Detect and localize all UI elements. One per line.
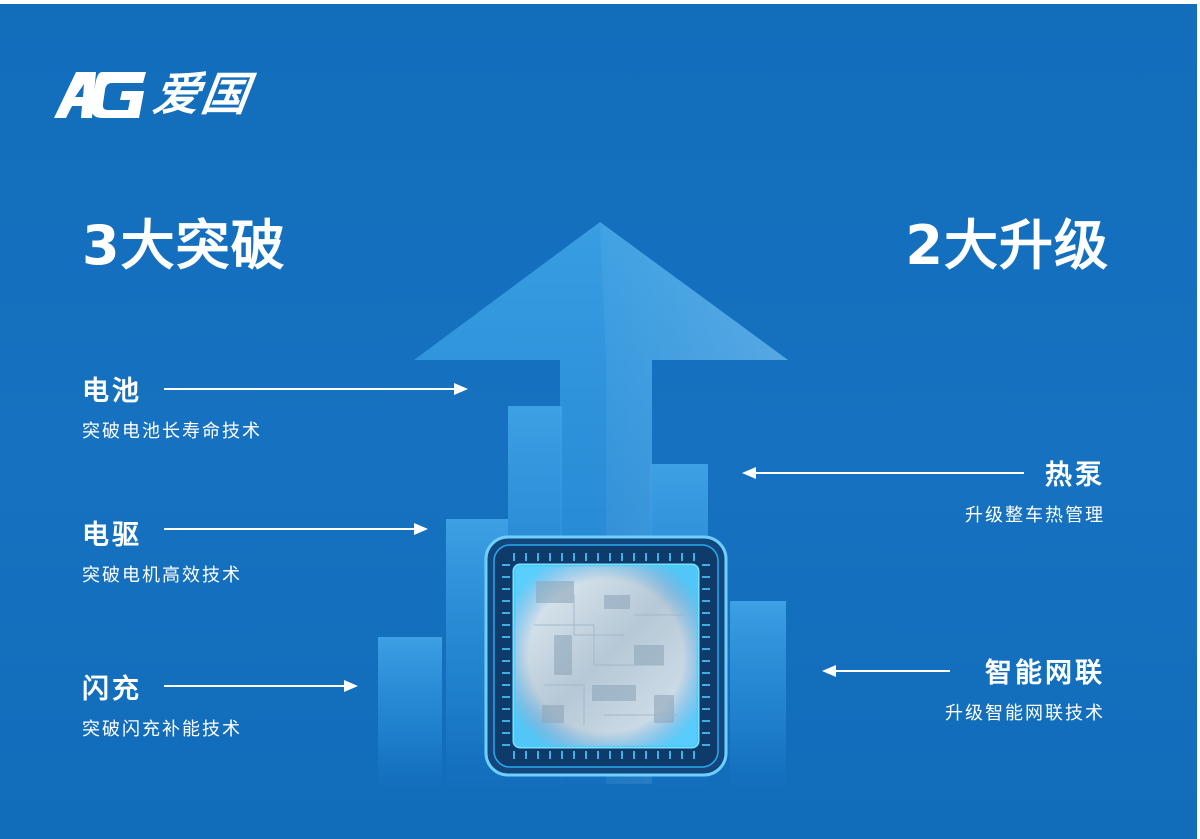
drive-subtitle: 突破电机高效技术	[82, 565, 242, 586]
drive-arrow-icon	[164, 523, 428, 535]
brand-logo: 爱国	[50, 66, 254, 122]
battery-subtitle: 突破电池长寿命技术	[82, 421, 262, 442]
upward-arrow-graphic	[414, 222, 788, 784]
breakthrough-drive: 电驱 突破电机高效技术	[82, 520, 242, 588]
breakthrough-fast-charge: 闪充 突破闪充补能技术	[82, 674, 242, 742]
breakthrough-battery: 电池 突破电池长寿命技术	[82, 376, 262, 444]
breakthroughs-heading: 3大突破	[82, 214, 286, 277]
heat-pump-subtitle: 升级整车热管理	[965, 505, 1105, 526]
fast-charge-arrow-icon	[164, 680, 358, 692]
upgrade-heat-pump: 热泵 升级整车热管理	[965, 460, 1105, 528]
connected-subtitle: 升级智能网联技术	[945, 703, 1105, 724]
upgrades-heading: 2大升级	[905, 214, 1109, 277]
heat-pump-title: 热泵	[1045, 460, 1105, 491]
chip-graphic	[484, 535, 728, 777]
bar-graph-graphic	[378, 637, 442, 787]
heat-pump-arrow-icon	[742, 467, 1024, 479]
battery-arrow-icon	[164, 383, 468, 395]
upgrade-connected: 智能网联 升级智能网联技术	[945, 658, 1105, 726]
fast-charge-subtitle: 突破闪充补能技术	[82, 719, 242, 740]
ag-logo-mark-icon	[54, 72, 146, 118]
drive-title: 电驱	[82, 520, 142, 551]
connected-title: 智能网联	[985, 658, 1105, 689]
battery-title: 电池	[82, 376, 142, 407]
connected-arrow-icon	[822, 665, 950, 677]
poster: 爱国 3大突破 2大升级	[0, 4, 1197, 839]
fast-charge-title: 闪充	[82, 674, 142, 705]
